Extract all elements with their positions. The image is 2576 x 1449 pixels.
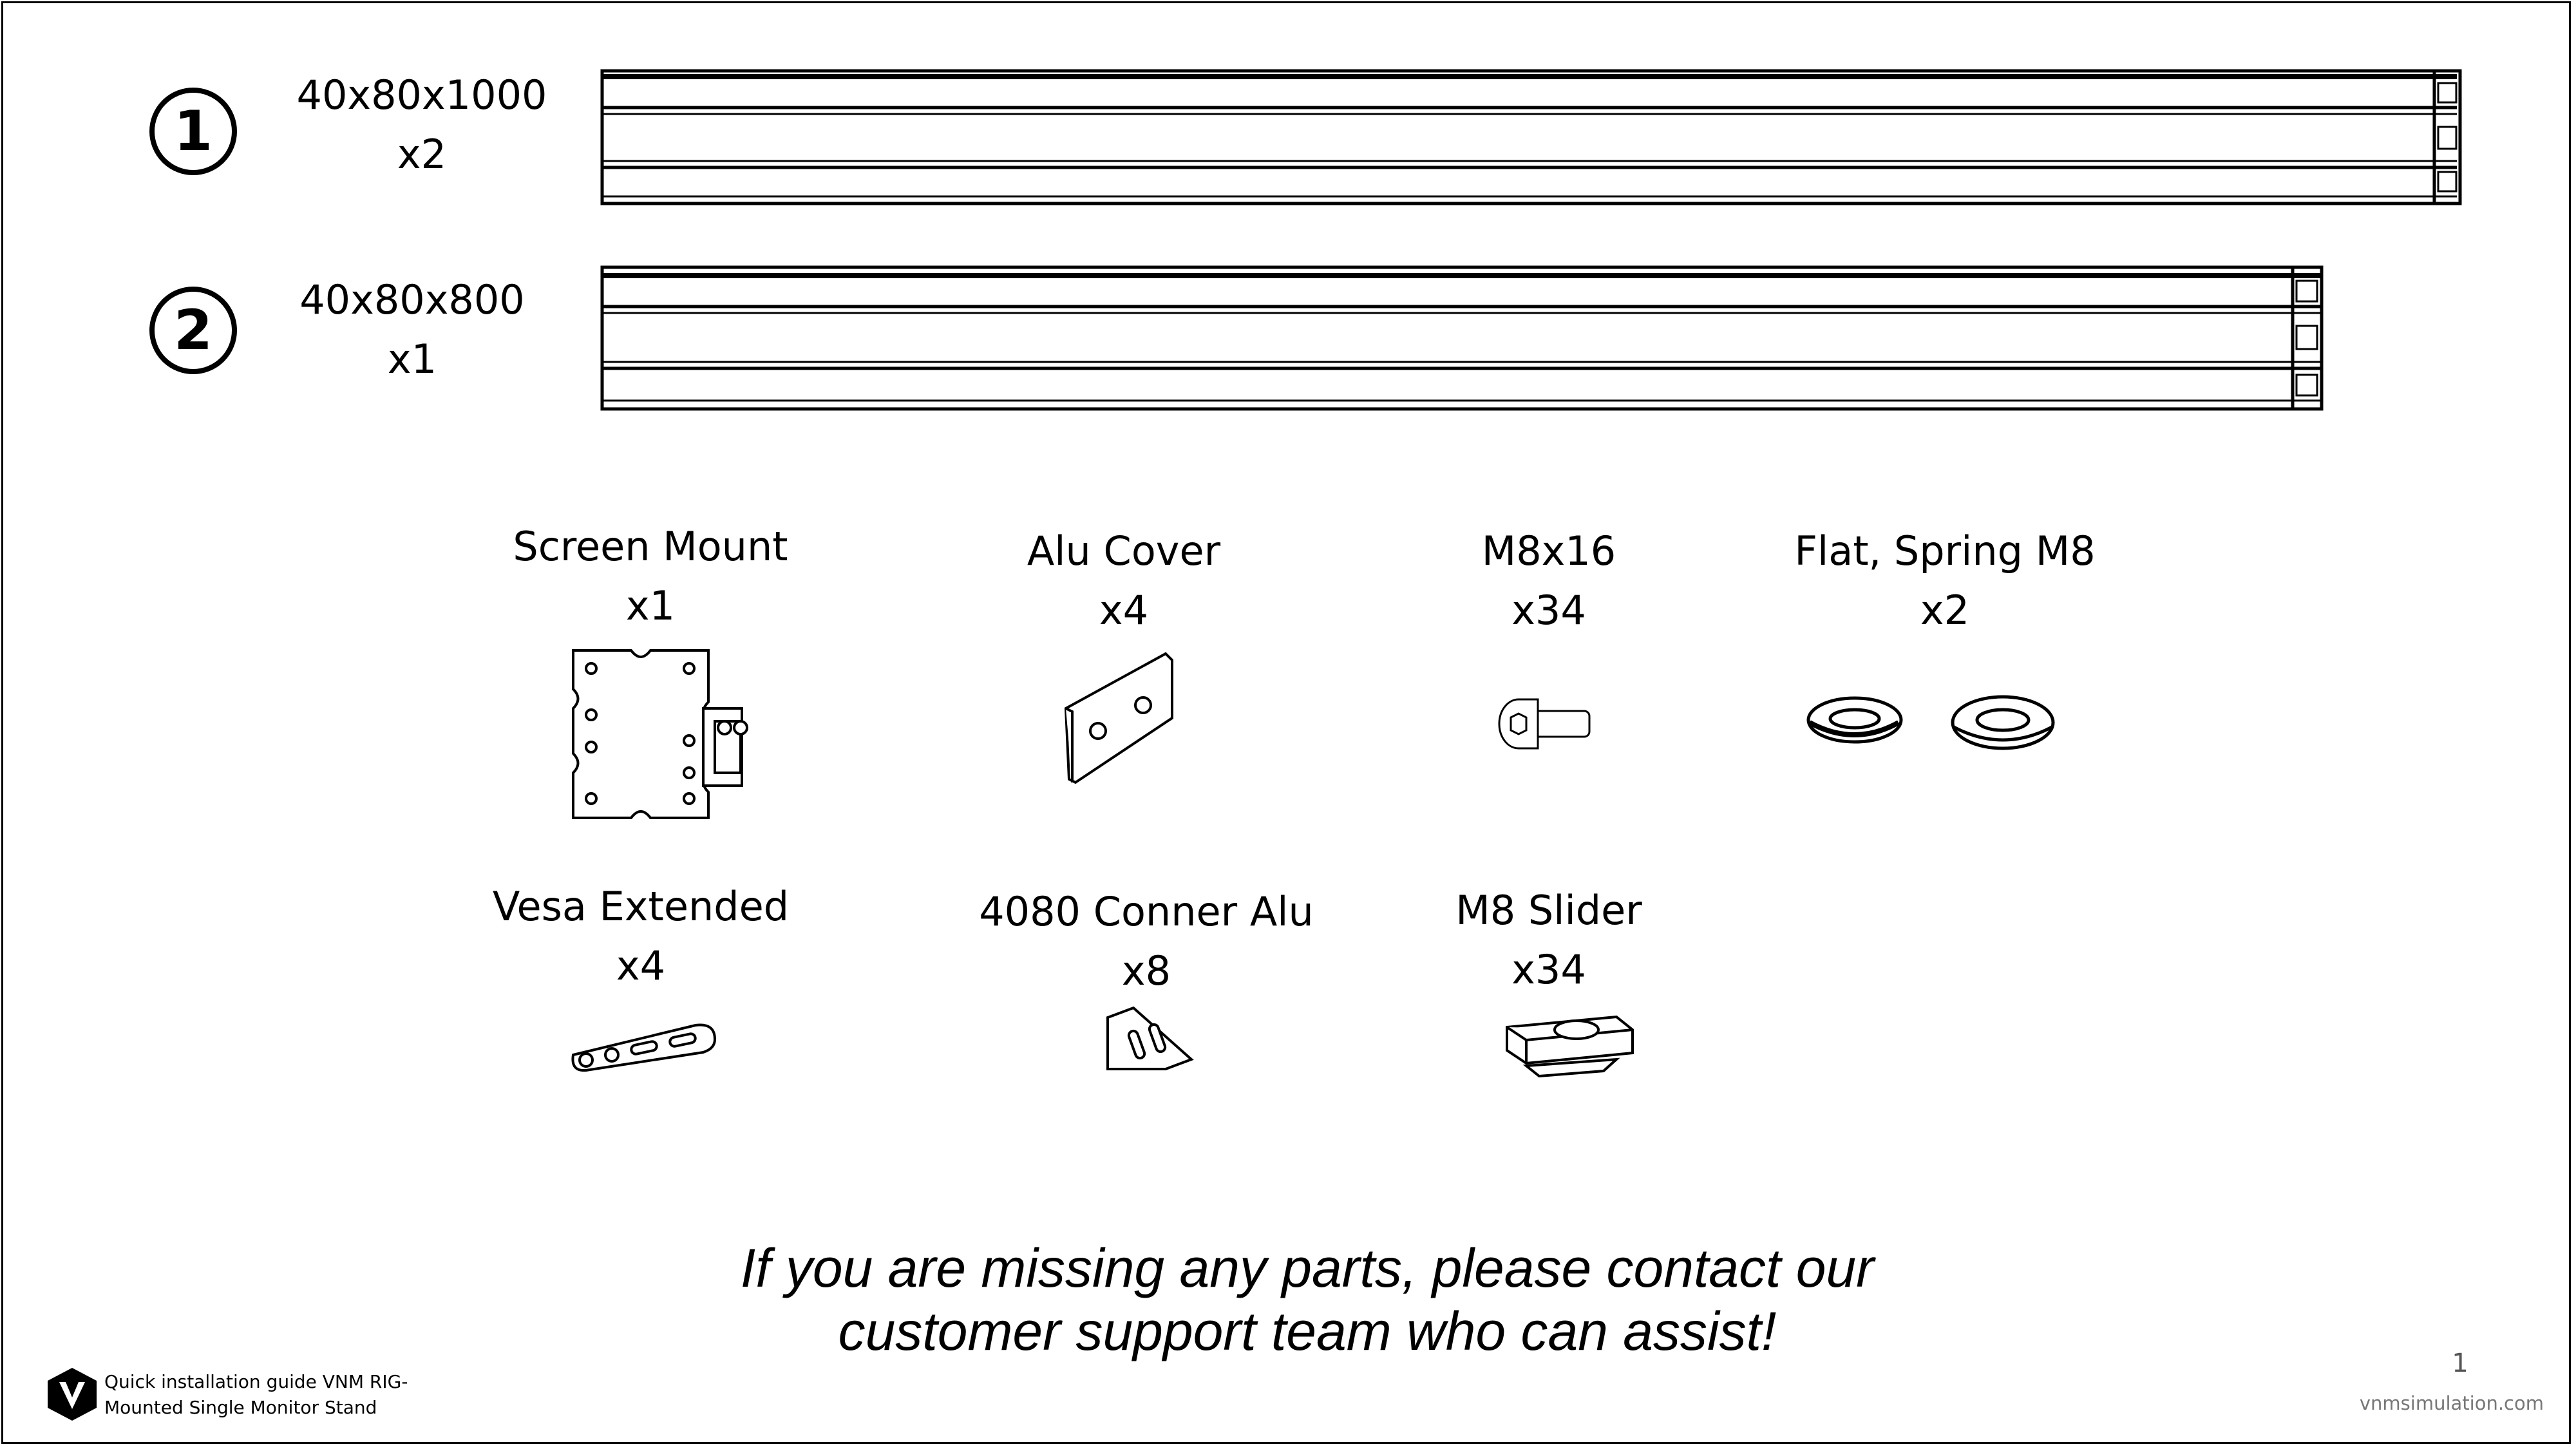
- profile-label-1: 40x80x1000 x2: [270, 66, 573, 184]
- alu-cover-icon: [1064, 652, 1173, 784]
- guide-title-line-2: Mounted Single Monitor Stand: [104, 1397, 377, 1418]
- profile-800-icon: [600, 265, 2324, 411]
- part-vesa-extended: Vesa Extended x4: [480, 877, 802, 996]
- part-flat-spring-m8: Flat, Spring M8 x2: [1765, 522, 2125, 640]
- guide-title-line-1: Quick installation guide VNM RIG-: [104, 1371, 408, 1392]
- missing-parts-note: If you are missing any parts, please con…: [644, 1236, 1971, 1363]
- part-qty: x4: [616, 942, 666, 989]
- part-m8x16: M8x16 x34: [1388, 522, 1710, 640]
- page-number: 1: [2452, 1349, 2468, 1378]
- note-line-1: If you are missing any parts, please con…: [740, 1238, 1875, 1298]
- profile-number-2: 2: [149, 287, 237, 374]
- washer-icon: [1806, 695, 2055, 750]
- profile-size: 40x80x800: [299, 276, 525, 323]
- vnm-logo-icon: [48, 1368, 97, 1421]
- corner-bracket-icon: [1106, 1006, 1194, 1070]
- part-m8-slider: M8 Slider x34: [1388, 881, 1710, 999]
- profile-label-2: 40x80x800 x1: [270, 270, 554, 389]
- part-4080-conner-alu: 4080 Conner Alu x8: [953, 882, 1340, 1001]
- profile-size: 40x80x1000: [296, 71, 547, 118]
- part-qty: x8: [1121, 947, 1171, 994]
- part-name: Vesa Extended: [492, 883, 790, 930]
- part-name: Screen Mount: [513, 523, 788, 570]
- screen-mount-icon: [572, 649, 748, 819]
- profile-1000-icon: [600, 69, 2462, 205]
- part-qty: x34: [1511, 587, 1586, 634]
- guide-title: Quick installation guide VNM RIG- Mounte…: [104, 1369, 408, 1421]
- part-qty: x4: [1099, 587, 1149, 634]
- note-line-2: customer support team who can assist!: [838, 1301, 1777, 1361]
- profile-qty: x2: [397, 131, 447, 178]
- part-qty: x34: [1511, 946, 1586, 993]
- part-screen-mount: Screen Mount x1: [489, 517, 811, 636]
- part-name: Flat, Spring M8: [1794, 527, 2096, 574]
- profile-number-1: 1: [149, 88, 237, 175]
- part-name: M8 Slider: [1455, 887, 1642, 934]
- profile-number-text: 1: [174, 99, 213, 164]
- part-name: M8x16: [1481, 527, 1616, 574]
- slider-nut-icon: [1506, 1015, 1634, 1078]
- part-qty: x2: [1920, 587, 1970, 634]
- part-alu-cover: Alu Cover x4: [963, 522, 1285, 640]
- profile-qty: x1: [387, 336, 437, 383]
- profile-number-text: 2: [174, 298, 213, 363]
- part-name: 4080 Conner Alu: [979, 888, 1314, 935]
- bolt-icon: [1498, 698, 1591, 750]
- part-qty: x1: [625, 582, 676, 629]
- website-link[interactable]: vnmsimulation.com: [2359, 1392, 2544, 1414]
- vesa-extension-icon: [571, 1023, 717, 1072]
- part-name: Alu Cover: [1027, 527, 1221, 574]
